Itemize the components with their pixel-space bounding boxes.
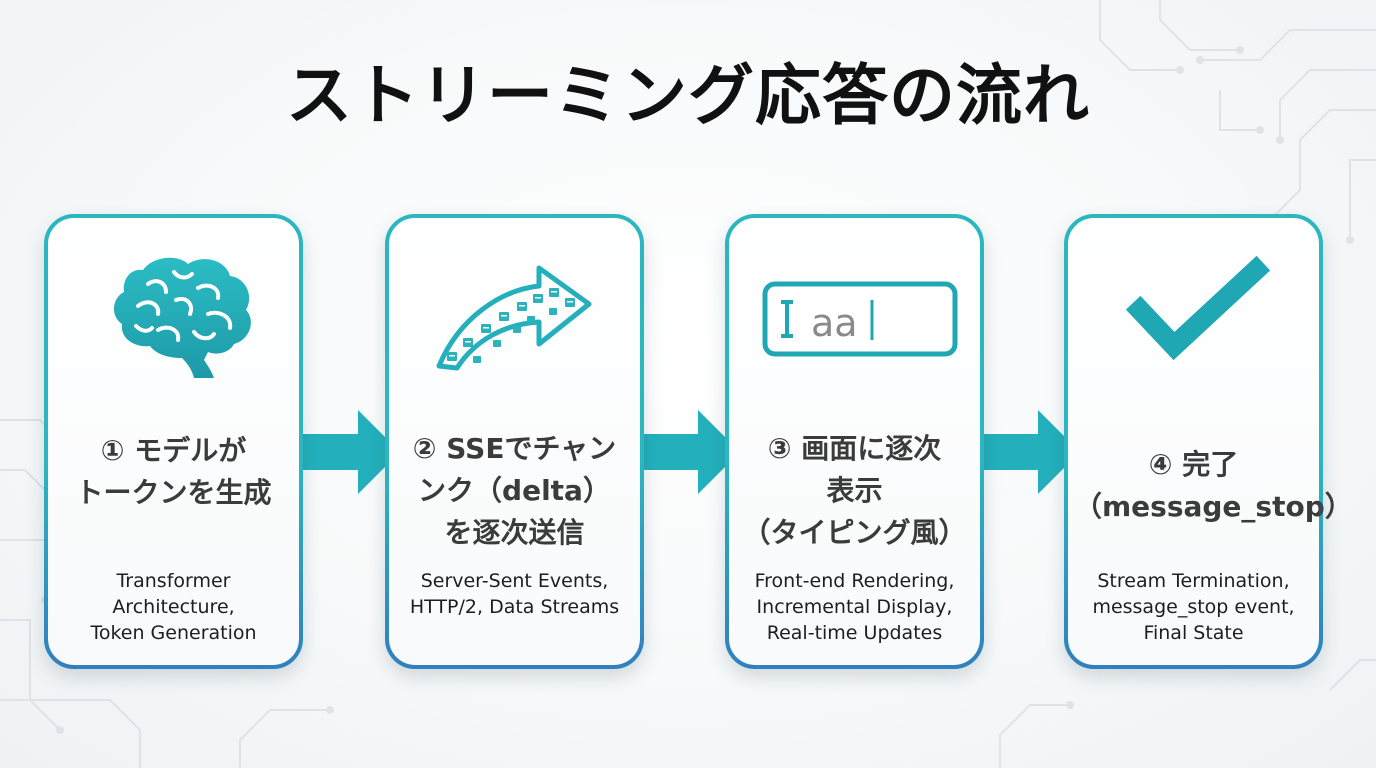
- step-title: ③ 画面に逐次 表示 （タイピング風）: [742, 432, 967, 549]
- step-title: ① モデルが トークンを生成: [75, 434, 272, 509]
- brain-icon: [113, 257, 251, 378]
- step-description: Stream Termination, message_stop event, …: [1092, 570, 1295, 644]
- flow-arrow-1-2: [300, 410, 400, 494]
- step-title: ② SSEでチャン ンク（delta） を逐次送信: [412, 432, 617, 549]
- step-card-1: ① モデルが トークンを生成 Transformer Architecture,…: [44, 214, 303, 669]
- svg-text:aa: aa: [811, 301, 858, 345]
- page-title: ストリーミング応答の流れ: [286, 57, 1090, 134]
- step-card-3: aa ③ 画面に逐次 表示 （タイピング風） Front-end Renderi…: [725, 214, 984, 669]
- typing-text-field-icon: aa: [762, 281, 958, 357]
- step-description: Front-end Rendering, Incremental Display…: [754, 570, 955, 644]
- step-title: ④ 完了 （message_stop）: [1074, 448, 1353, 523]
- flow-arrow-2-3: [640, 410, 740, 494]
- step-description: Transformer Architecture, Token Generati…: [90, 570, 257, 644]
- checkmark-icon: [1125, 255, 1271, 361]
- flow-arrow-3-4: [980, 410, 1080, 494]
- step-card-2: ② SSEでチャン ンク（delta） を逐次送信 Server-Sent Ev…: [385, 214, 644, 669]
- step-card-4: ④ 完了 （message_stop） Stream Termination, …: [1064, 214, 1353, 669]
- step-description: Server-Sent Events, HTTP/2, Data Streams: [409, 570, 620, 618]
- data-stream-arrow-icon: [436, 265, 592, 371]
